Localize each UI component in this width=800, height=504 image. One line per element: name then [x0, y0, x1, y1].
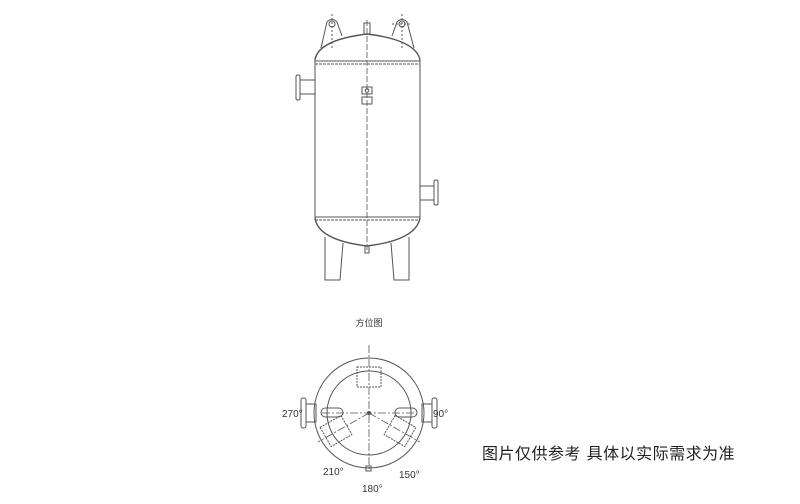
- plan-view-title: 方位图: [355, 317, 382, 328]
- nameplate-top: [361, 86, 373, 95]
- leg-right: [390, 237, 410, 281]
- plan-view: [300, 345, 438, 472]
- angle-label-210: 210°: [323, 467, 344, 478]
- leg-150: [383, 414, 417, 448]
- elevation-view: [295, 14, 439, 281]
- top-head: [314, 33, 421, 61]
- angle-label-150: 150°: [399, 470, 420, 481]
- lifting-lug-left: [320, 14, 343, 50]
- angle-label-270: 270°: [282, 409, 303, 420]
- angle-label-180: 180°: [362, 484, 383, 495]
- nameplate-box: [356, 366, 382, 388]
- drain-180: [365, 465, 372, 472]
- outlet-nozzle-right: [419, 179, 439, 206]
- leg-210: [319, 414, 353, 448]
- lifting-lug-right: [391, 14, 415, 50]
- leg-left: [324, 237, 344, 281]
- nozzle-270: [300, 397, 344, 429]
- disclaimer-note: 图片仅供参考 具体以实际需求为准: [482, 444, 736, 463]
- drain-nozzle: [364, 245, 370, 254]
- nameplate-bottom: [361, 96, 373, 105]
- angle-label-90: 90°: [433, 409, 448, 420]
- bottom-head: [314, 217, 421, 247]
- nozzle-90: [394, 397, 438, 429]
- inlet-nozzle-left: [295, 74, 316, 101]
